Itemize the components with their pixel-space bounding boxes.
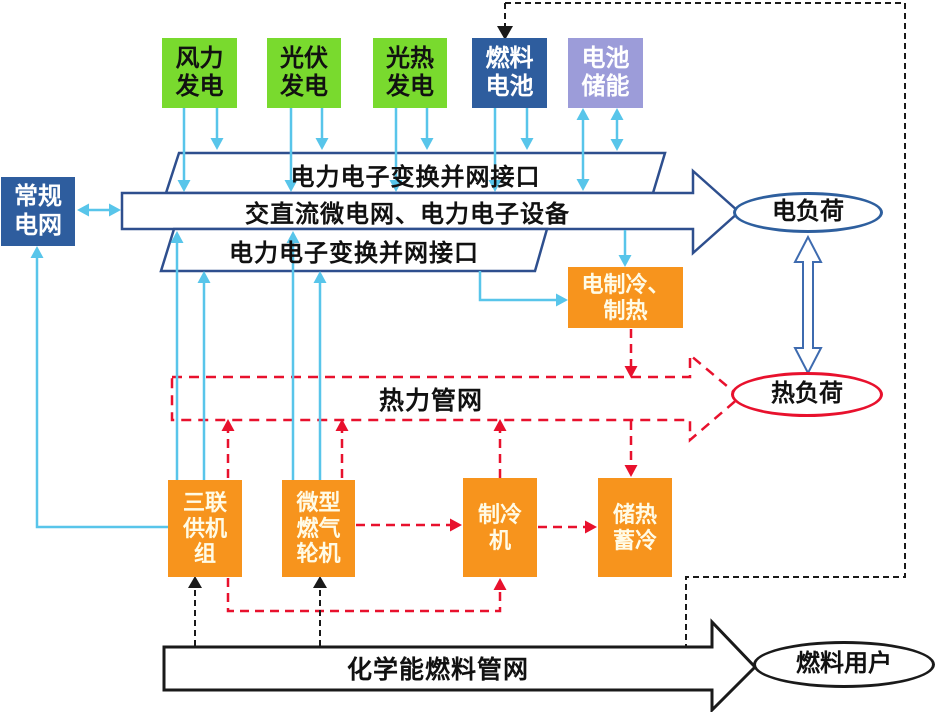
- node-battery-storage-label: 电池 储能: [581, 45, 630, 100]
- node-electric-cooling-heating: 电制冷、 制热: [568, 267, 683, 328]
- node-micro-gas-turbine: 微型 燃气 轮机: [282, 480, 355, 577]
- node-solar-thermal-power: 光热 发电: [373, 38, 447, 108]
- electric-heat-double-arrow: [793, 234, 823, 376]
- band-bottom-interface-shape: [159, 227, 549, 273]
- node-pv-power-label: 光伏 发电: [280, 45, 328, 100]
- fuel-pipe-label: 化学能燃料管网: [346, 657, 529, 684]
- node-utility-grid-label: 常规 电网: [14, 184, 62, 239]
- node-solar-thermal-power-label: 光热 发电: [386, 45, 434, 100]
- node-cchp-unit: 三联 供机 组: [168, 480, 242, 577]
- node-wind-power-label: 风力 发电: [175, 45, 224, 100]
- node-heat-load: 热负荷: [731, 372, 883, 417]
- node-pv-power: 光伏 发电: [267, 38, 341, 108]
- node-fuel-cell-label: 燃料 电池: [485, 45, 534, 100]
- node-chiller: 制冷 机: [463, 478, 537, 577]
- heat-connectors: [221, 329, 638, 613]
- node-heat-load-label: 热负荷: [771, 381, 843, 408]
- node-fuel-cell: 燃料 电池: [472, 38, 547, 108]
- thermal-pipe-label: 热力管网: [378, 388, 483, 415]
- node-chiller-label: 制冷 机: [477, 501, 522, 553]
- band-bottom-interface-label: 电力电子变换并网接口: [229, 240, 479, 267]
- node-utility-grid: 常规 电网: [1, 177, 75, 246]
- node-fuel-user: 燃料用户: [753, 641, 935, 688]
- node-electric-load-label: 电负荷: [772, 199, 844, 226]
- node-wind-power: 风力 发电: [162, 38, 237, 108]
- node-fuel-user-label: 燃料用户: [796, 651, 892, 678]
- node-cchp-unit-label: 三联 供机 组: [182, 489, 227, 567]
- fuel-pipe-arrow-shape: [162, 618, 758, 712]
- band-microgrid-label: 交直流微电网、电力电子设备: [245, 201, 570, 228]
- node-electric-cooling-heating-label: 电制冷、 制热: [581, 271, 670, 323]
- node-electric-load: 电负荷: [733, 192, 883, 233]
- node-micro-gas-turbine-label: 微型 燃气 轮机: [296, 489, 341, 567]
- node-heat-cold-storage-label: 储热 蓄冷: [612, 501, 657, 553]
- fuel-connectors: [188, 2, 906, 646]
- thermal-pipe-arrow-shape: [170, 352, 742, 443]
- band-top-interface-label: 电力电子变换并网接口: [290, 164, 541, 191]
- electric-connectors: [30, 108, 632, 529]
- node-battery-storage: 电池 储能: [568, 38, 643, 108]
- node-heat-cold-storage: 储热 蓄冷: [598, 478, 672, 577]
